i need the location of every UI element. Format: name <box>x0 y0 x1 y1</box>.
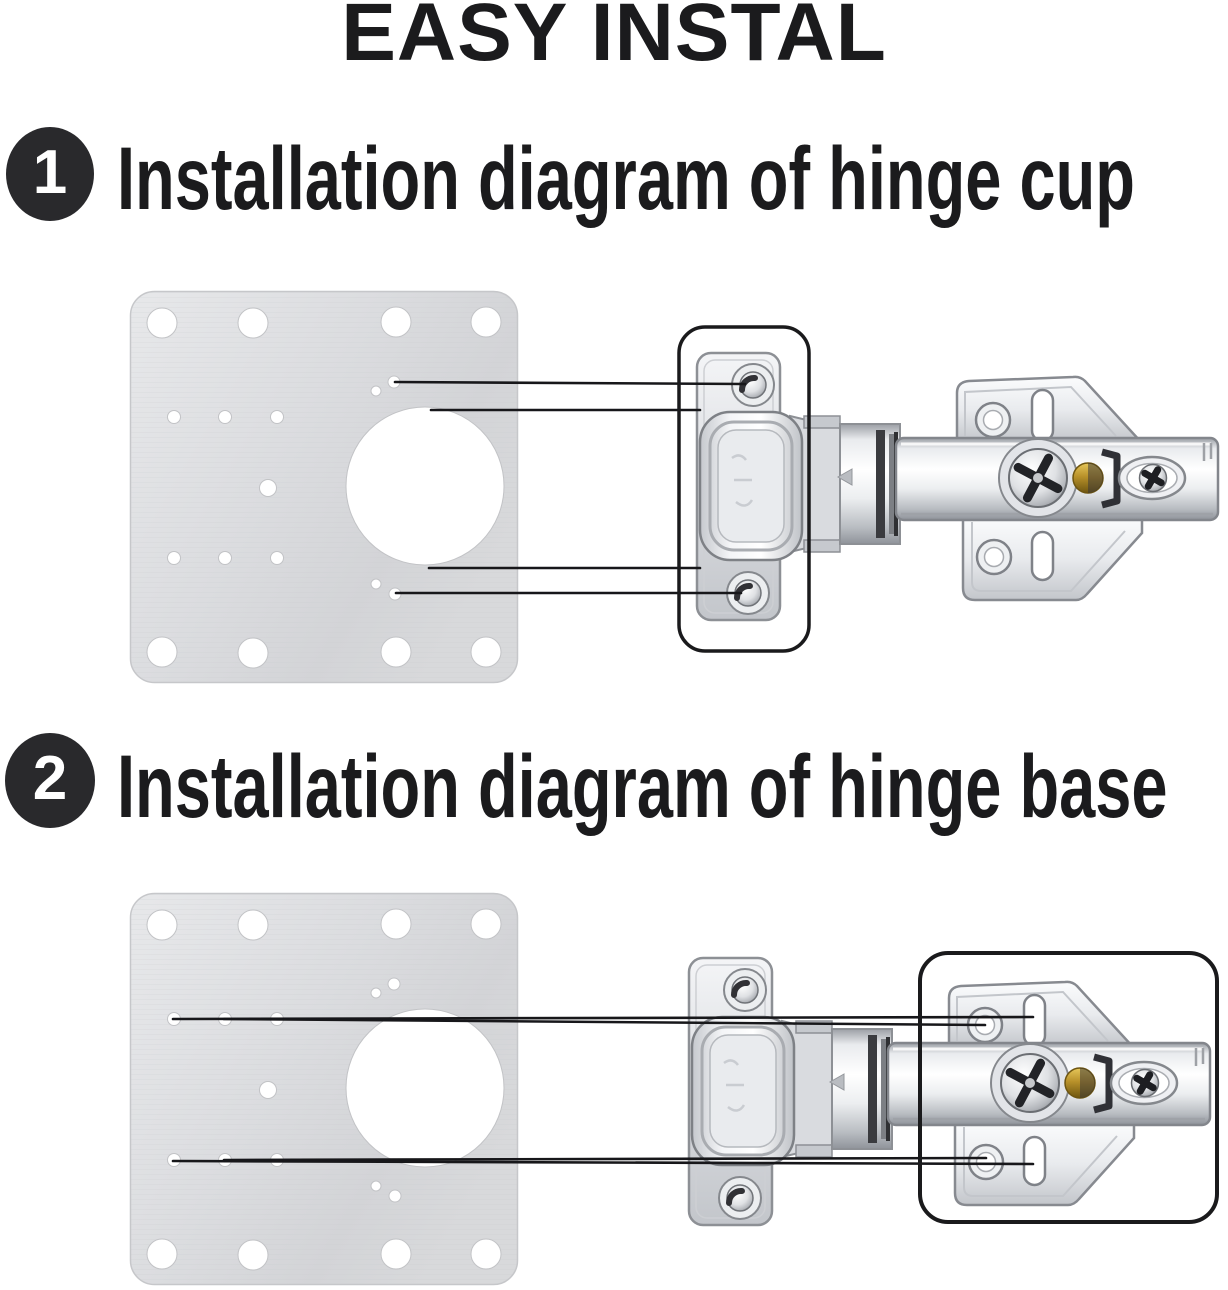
callout-line-base-4 <box>171 1159 1035 1166</box>
repair-plate-step2 <box>129 892 519 1286</box>
hinge-photo-step2 <box>689 958 1210 1225</box>
callout-lines-base <box>171 1015 1035 1166</box>
hinge-photo-step1 <box>697 353 1218 620</box>
page-title: EASY INSTAL <box>341 0 887 78</box>
step-2-heading: Installation diagram of hinge base <box>117 736 1168 836</box>
callout-line-cup-1 <box>393 380 747 386</box>
step-1-heading: Installation diagram of hinge cup <box>117 128 1135 228</box>
callout-line-base-3 <box>222 1156 988 1162</box>
callout-lines-cup <box>393 380 747 595</box>
hinge-base-highlight-outline <box>918 951 1219 1224</box>
hinge-cup-highlight-outline <box>677 325 811 653</box>
step-2-badge: 2 <box>5 733 95 828</box>
step-2-number: 2 <box>32 744 68 813</box>
callout-line-base-2 <box>222 1017 987 1027</box>
step-1-badge: 1 <box>6 127 94 221</box>
repair-plate-step1 <box>129 290 519 684</box>
step-1-number: 1 <box>32 137 68 207</box>
